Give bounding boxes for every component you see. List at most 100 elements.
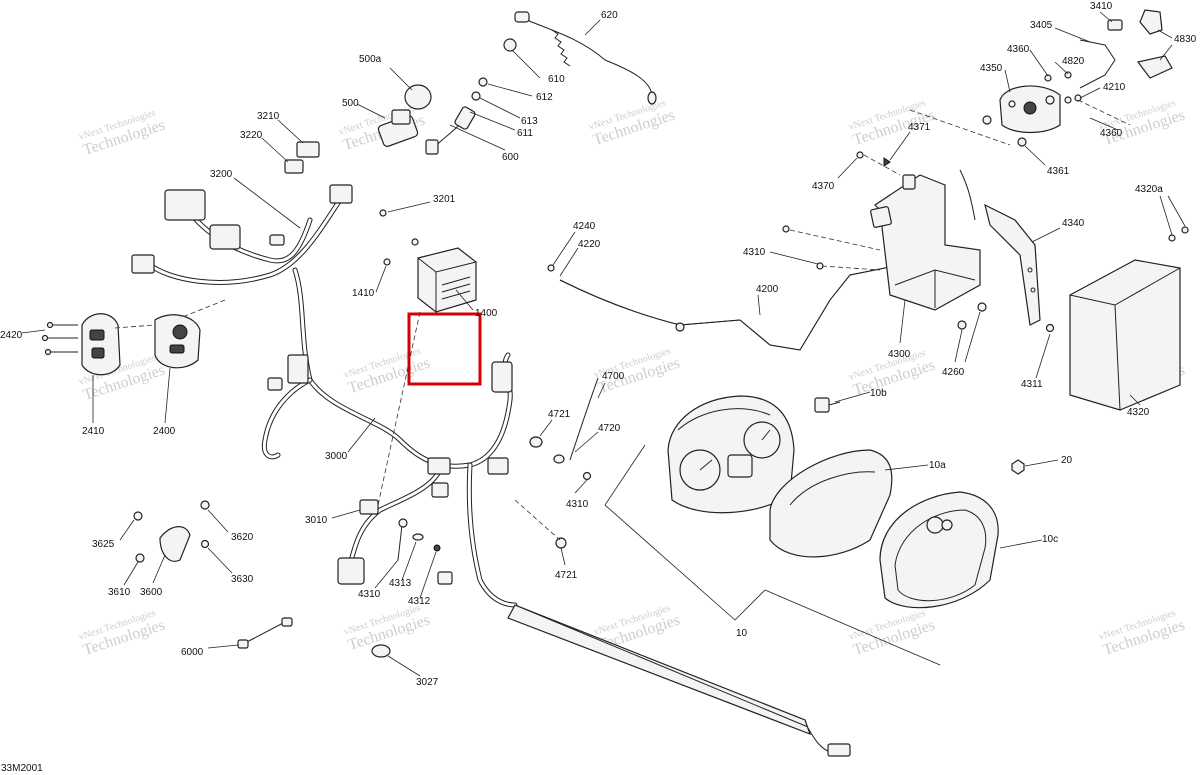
label-4320a: 4320a xyxy=(1135,184,1163,195)
tether-clip[interactable] xyxy=(514,11,530,23)
connector-plug[interactable] xyxy=(359,499,379,515)
coil-spring xyxy=(551,29,571,67)
clip[interactable] xyxy=(675,322,685,332)
label-3410: 3410 xyxy=(1090,1,1113,12)
handlebar-switch-2410[interactable] xyxy=(81,313,121,376)
harness-3200[interactable] xyxy=(131,184,353,285)
cable-4200[interactable] xyxy=(547,225,931,351)
bezel-10c[interactable] xyxy=(879,491,999,609)
handlebar-switch-2400[interactable] xyxy=(154,314,201,369)
cap-610[interactable] xyxy=(503,38,517,52)
nut-3630[interactable] xyxy=(200,539,210,549)
gauge-cluster-10[interactable] xyxy=(667,395,795,514)
connector-plug[interactable] xyxy=(827,743,851,757)
assembly-line xyxy=(179,299,226,319)
connector-plug[interactable] xyxy=(431,482,449,498)
screw-3201[interactable] xyxy=(379,209,387,217)
connector-block[interactable] xyxy=(209,224,241,250)
main-harness-3000[interactable] xyxy=(261,267,518,608)
connector-block[interactable] xyxy=(487,457,509,475)
connector-3010[interactable] xyxy=(337,557,365,585)
screw-4320a[interactable] xyxy=(1168,234,1176,242)
ignition-switch-group[interactable] xyxy=(377,84,432,147)
screws-2420[interactable] xyxy=(41,321,79,356)
battery-tray-4300[interactable] xyxy=(856,109,1011,330)
nut-4260[interactable] xyxy=(977,302,987,312)
ring-3027[interactable] xyxy=(371,644,391,658)
label-3210: 3210 xyxy=(257,111,280,122)
boot-4830[interactable] xyxy=(1139,9,1163,35)
nut[interactable] xyxy=(982,115,992,125)
washer-612[interactable] xyxy=(478,77,488,87)
connector-block[interactable] xyxy=(491,361,513,393)
key-500a[interactable] xyxy=(404,84,432,110)
cable-6000[interactable] xyxy=(237,617,293,649)
dess-post-group[interactable] xyxy=(425,38,517,155)
screw-4310[interactable] xyxy=(582,471,592,481)
boot-4830[interactable] xyxy=(1136,55,1173,79)
post-611[interactable] xyxy=(454,106,476,130)
label-3600: 3600 xyxy=(140,587,163,598)
washer-4721[interactable] xyxy=(529,436,543,448)
fasteners-4310-4313-4312[interactable] xyxy=(397,518,441,561)
connector-600[interactable] xyxy=(425,139,439,155)
bracket-3600[interactable] xyxy=(133,500,210,563)
module-1400[interactable] xyxy=(383,238,477,313)
label-4360: 4360 xyxy=(1007,44,1030,55)
nut-20[interactable] xyxy=(1011,459,1025,475)
nut-4210[interactable] xyxy=(1064,96,1072,104)
leaders-top-right xyxy=(1004,11,1173,166)
tether-cord xyxy=(521,17,606,61)
label-4312: 4312 xyxy=(408,596,431,607)
label-610: 610 xyxy=(548,74,565,85)
nut-4721[interactable] xyxy=(555,537,567,549)
connector-plug[interactable] xyxy=(269,234,285,246)
lens-10a[interactable] xyxy=(769,449,893,558)
cap-3410[interactable] xyxy=(1107,19,1123,31)
nut-613[interactable] xyxy=(471,91,481,101)
connector-plug[interactable] xyxy=(329,184,353,204)
connector-3220[interactable] xyxy=(284,159,304,174)
solenoid-4350[interactable] xyxy=(982,71,1082,147)
screw-1410[interactable] xyxy=(383,258,391,266)
battery-4320[interactable] xyxy=(1069,226,1189,411)
screw-1410[interactable] xyxy=(411,238,419,246)
screw-4310[interactable] xyxy=(782,225,790,233)
cable-3405[interactable] xyxy=(1077,9,1173,126)
label-3610: 3610 xyxy=(108,587,131,598)
screw-4370[interactable] xyxy=(856,151,864,159)
screw-4320a[interactable] xyxy=(1181,226,1189,234)
nut-4371[interactable] xyxy=(883,157,891,167)
nut-4361[interactable] xyxy=(1017,137,1027,147)
leaders-left xyxy=(21,329,171,424)
connector-block[interactable] xyxy=(164,189,206,221)
screw-4311[interactable] xyxy=(1045,323,1055,333)
connector-10b[interactable] xyxy=(814,397,841,413)
connector-plug[interactable] xyxy=(131,254,155,274)
harness-strip[interactable] xyxy=(507,604,851,757)
screw-4820[interactable] xyxy=(1064,71,1072,79)
label-20: 20 xyxy=(1061,455,1073,466)
connector-block[interactable] xyxy=(287,354,309,384)
bolt-3625[interactable] xyxy=(133,511,143,521)
screw-4360[interactable] xyxy=(1044,74,1052,82)
battery-bracket-4340[interactable] xyxy=(984,203,1055,333)
label-2410: 2410 xyxy=(82,426,105,437)
connector-plug[interactable] xyxy=(267,377,283,391)
tether-cord-620[interactable] xyxy=(514,11,657,105)
leaders-3000 xyxy=(331,417,376,519)
tether-hook[interactable] xyxy=(647,91,657,105)
terminal-4240[interactable] xyxy=(547,264,555,272)
label-4371: 4371 xyxy=(908,122,931,133)
washer[interactable] xyxy=(1074,94,1082,102)
nut-4260[interactable] xyxy=(957,320,967,330)
nut-3610[interactable] xyxy=(135,553,145,563)
connector-block[interactable] xyxy=(427,457,451,475)
label-6000: 6000 xyxy=(181,647,204,658)
terminal[interactable] xyxy=(553,454,565,464)
assembly-line xyxy=(1077,99,1131,126)
connector-plug[interactable] xyxy=(437,571,453,585)
cable-4700[interactable] xyxy=(514,377,599,549)
connector-3210[interactable] xyxy=(296,141,320,158)
nut-3620[interactable] xyxy=(200,500,210,510)
